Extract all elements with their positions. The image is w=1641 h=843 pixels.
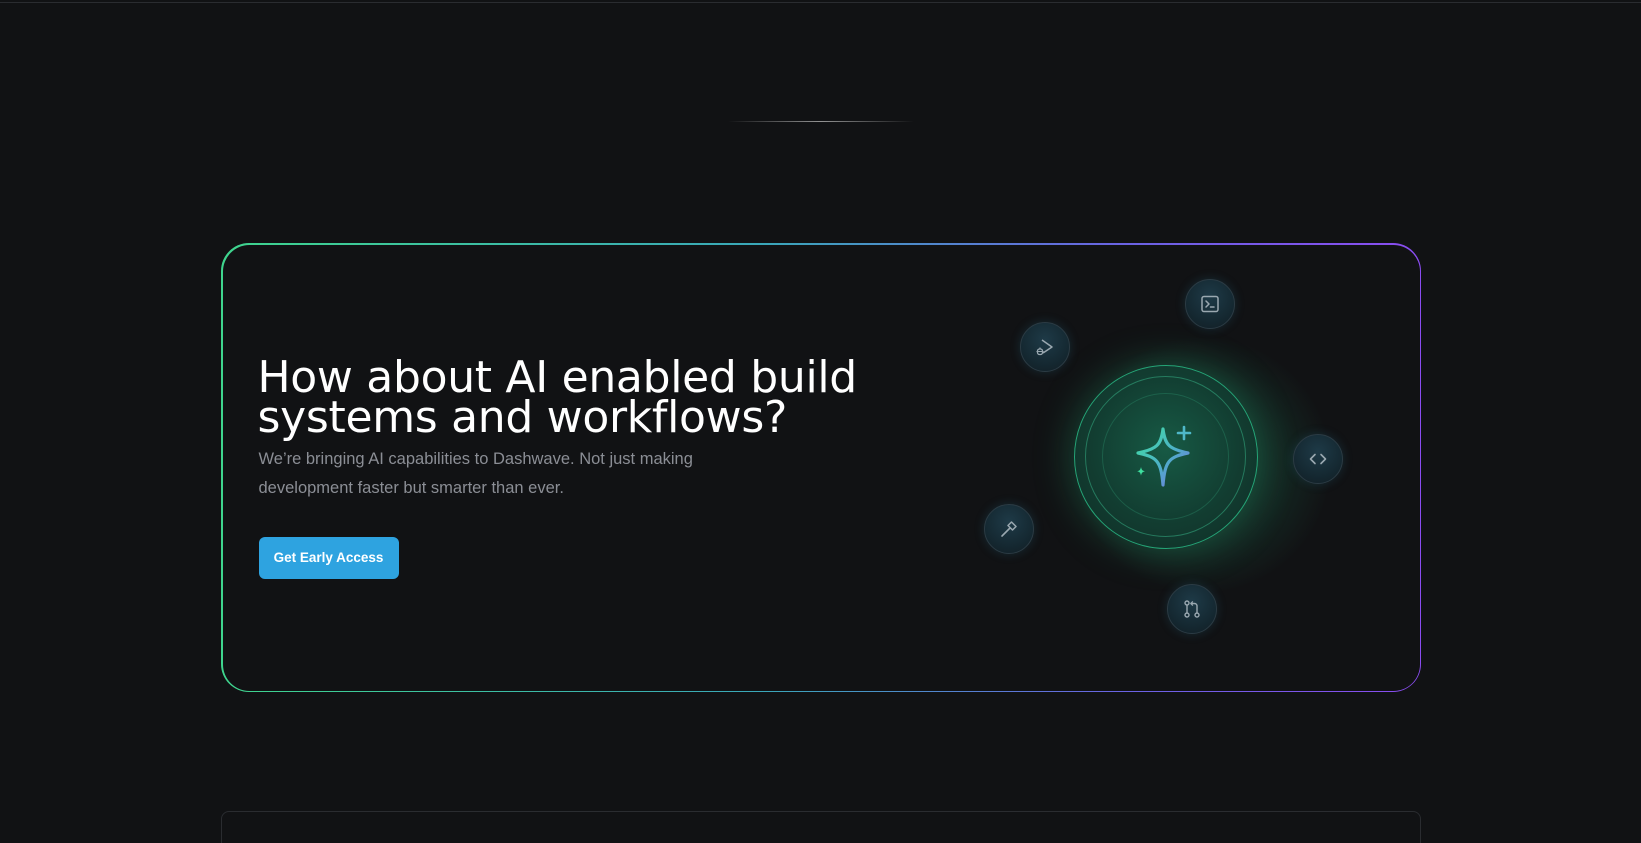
hero-title: How about AI enabled build systems and w… [257,351,858,443]
next-section-card [221,811,1421,843]
code-icon [1309,453,1326,464]
git-pull-request-icon [1183,599,1200,618]
sparkle-ai-icon [1135,425,1191,487]
get-early-access-button[interactable]: Get Early Access [258,536,399,579]
hero-description: We’re bringing AI capabilities to Dashwa… [258,449,693,497]
code-button[interactable] [1292,433,1343,484]
run-debug-button[interactable] [1019,321,1070,372]
terminal-icon [1200,295,1219,312]
terminal-button[interactable] [1184,278,1235,329]
ai-feature-card: How about AI enabled build systems and w… [221,243,1421,692]
orb-ring-inner [1101,392,1229,520]
pull-request-button[interactable] [1166,583,1217,634]
top-divider [0,2,1641,3]
orb-ring [1084,375,1246,537]
section-divider-glow [728,121,914,122]
ai-orb [1073,364,1258,549]
ai-feature-card-inner: How about AI enabled build systems and w… [222,244,1420,691]
build-button[interactable] [983,503,1034,554]
hammer-icon [1000,520,1017,537]
play-debug-icon [1036,338,1053,355]
